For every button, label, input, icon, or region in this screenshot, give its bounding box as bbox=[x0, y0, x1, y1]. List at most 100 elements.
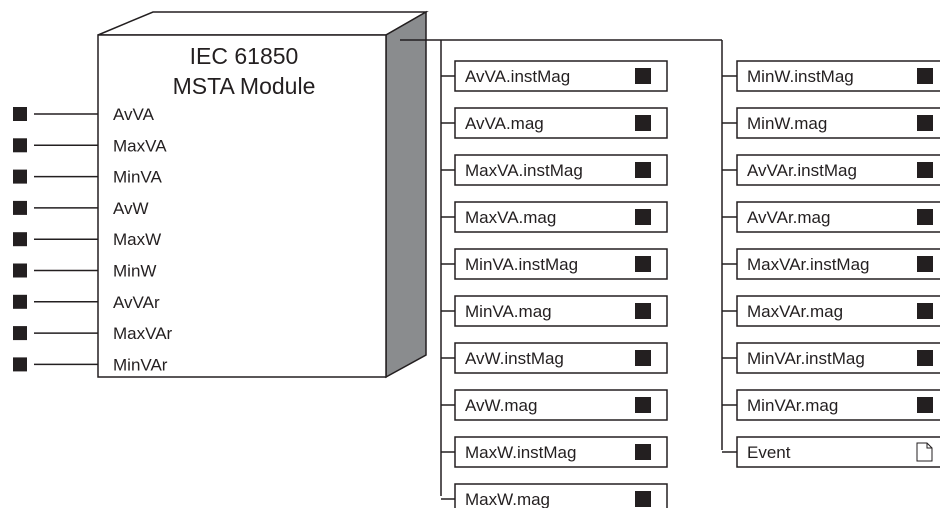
output-register-row[interactable]: AvVAr.mag bbox=[722, 201, 940, 233]
output-register-box[interactable] bbox=[454, 201, 668, 233]
input-register-icon[interactable] bbox=[13, 138, 27, 153]
output-register-row[interactable]: AvVAr.instMag bbox=[722, 154, 940, 186]
output-register-label: MaxW.mag bbox=[465, 490, 550, 508]
output-register-label: MaxVAr.instMag bbox=[747, 255, 870, 274]
output-register-box[interactable] bbox=[454, 483, 668, 508]
input-row: AvVA bbox=[13, 105, 155, 124]
output-register-label: MinVA.instMag bbox=[465, 255, 578, 274]
square-register-icon[interactable] bbox=[917, 115, 933, 131]
output-register-row[interactable]: MaxVAr.mag bbox=[722, 295, 940, 327]
square-register-icon[interactable] bbox=[635, 444, 651, 460]
square-register-icon[interactable] bbox=[635, 303, 651, 319]
output-register-row[interactable]: AvVA.instMag bbox=[441, 60, 668, 92]
document-icon[interactable] bbox=[916, 442, 933, 462]
output-register-row[interactable]: AvW.mag bbox=[441, 389, 668, 421]
output-register-label: AvW.instMag bbox=[465, 349, 564, 368]
square-register-icon[interactable] bbox=[635, 162, 651, 178]
output-register-box[interactable] bbox=[736, 389, 940, 421]
output-register-row[interactable]: MinVA.mag bbox=[441, 295, 668, 327]
output-register-label: MaxW.instMag bbox=[465, 443, 576, 462]
output-register-box[interactable] bbox=[454, 107, 668, 139]
input-row: MinVAr bbox=[13, 355, 168, 374]
output-register-box[interactable] bbox=[736, 107, 940, 139]
input-register-icon[interactable] bbox=[13, 326, 27, 341]
output-register-row[interactable]: MaxVA.mag bbox=[441, 201, 668, 233]
input-label: MaxW bbox=[113, 230, 161, 249]
square-register-icon[interactable] bbox=[635, 397, 651, 413]
output-register-row[interactable]: MaxW.mag bbox=[441, 483, 668, 508]
output-register-box[interactable] bbox=[736, 436, 940, 468]
output-register-label: AvVA.instMag bbox=[465, 67, 570, 86]
output-register-row[interactable]: MaxVAr.instMag bbox=[722, 248, 940, 280]
square-register-icon[interactable] bbox=[635, 209, 651, 225]
input-register-icon[interactable] bbox=[13, 200, 27, 215]
output-register-label: MaxVA.instMag bbox=[465, 161, 583, 180]
square-register-icon[interactable] bbox=[917, 303, 933, 319]
input-label: AvVAr bbox=[113, 293, 160, 312]
square-register-icon[interactable] bbox=[635, 115, 651, 131]
output-list-col1: AvVA.instMagAvVA.magMaxVA.instMagMaxVA.m… bbox=[441, 60, 668, 508]
output-register-label: MaxVA.mag bbox=[465, 208, 556, 227]
output-register-label: MinW.mag bbox=[747, 114, 827, 133]
module-top-face bbox=[97, 11, 429, 36]
output-register-label: Event bbox=[747, 443, 791, 462]
input-list: AvVA MaxVA MinVA AvW MaxW MinW AvVArMaxVArMinV… bbox=[13, 105, 173, 374]
output-register-row[interactable]: Event bbox=[722, 436, 940, 468]
input-register-icon[interactable] bbox=[13, 232, 27, 247]
output-register-box[interactable] bbox=[454, 60, 668, 92]
output-register-label: AvVAr.instMag bbox=[747, 161, 857, 180]
input-label: AvW bbox=[113, 199, 149, 218]
output-register-box[interactable] bbox=[736, 342, 940, 374]
input-register-icon[interactable] bbox=[13, 169, 27, 184]
square-register-icon[interactable] bbox=[917, 68, 933, 84]
output-register-row[interactable]: MinVAr.instMag bbox=[722, 342, 940, 374]
square-register-icon[interactable] bbox=[635, 256, 651, 272]
input-row: AvW bbox=[13, 199, 149, 218]
input-row: MaxVAr bbox=[13, 324, 173, 343]
output-register-row[interactable]: MinVA.instMag bbox=[441, 248, 668, 280]
module-side-face bbox=[385, 10, 427, 379]
output-register-row[interactable]: AvVA.mag bbox=[441, 107, 668, 139]
input-row: MaxW bbox=[13, 230, 161, 249]
output-register-row[interactable]: AvW.instMag bbox=[441, 342, 668, 374]
square-register-icon[interactable] bbox=[917, 350, 933, 366]
input-row: AvVAr bbox=[13, 293, 160, 312]
input-register-icon[interactable] bbox=[13, 263, 27, 278]
output-register-box[interactable] bbox=[454, 342, 668, 374]
output-register-box[interactable] bbox=[736, 248, 940, 280]
input-row: MaxVA bbox=[13, 136, 167, 155]
module-title-line2: MSTA Module bbox=[173, 73, 316, 99]
output-register-row[interactable]: MinW.instMag bbox=[722, 60, 940, 92]
output-register-label: MinW.instMag bbox=[747, 67, 854, 86]
output-register-box[interactable] bbox=[454, 436, 668, 468]
output-register-row[interactable]: MinVAr.mag bbox=[722, 389, 940, 421]
output-list-col2: MinW.instMagMinW.magAvVAr.instMagAvVAr.m… bbox=[722, 60, 940, 468]
input-register-icon[interactable] bbox=[13, 294, 27, 309]
input-label: AvVA bbox=[113, 105, 155, 124]
output-register-box[interactable] bbox=[736, 295, 940, 327]
output-register-row[interactable]: MaxW.instMag bbox=[441, 436, 668, 468]
output-register-box[interactable] bbox=[454, 389, 668, 421]
square-register-icon[interactable] bbox=[917, 209, 933, 225]
output-register-row[interactable]: MaxVA.instMag bbox=[441, 154, 668, 186]
square-register-icon[interactable] bbox=[917, 397, 933, 413]
output-register-box[interactable] bbox=[736, 154, 940, 186]
output-register-box[interactable] bbox=[454, 154, 668, 186]
output-register-box[interactable] bbox=[736, 201, 940, 233]
input-label: MinVA bbox=[113, 168, 162, 187]
square-register-icon[interactable] bbox=[635, 68, 651, 84]
output-register-box[interactable] bbox=[736, 60, 940, 92]
input-label: MinW bbox=[113, 262, 156, 281]
square-register-icon[interactable] bbox=[917, 256, 933, 272]
input-register-icon[interactable] bbox=[13, 107, 27, 121]
square-register-icon[interactable] bbox=[635, 350, 651, 366]
square-register-icon[interactable] bbox=[917, 162, 933, 178]
square-register-icon[interactable] bbox=[635, 491, 651, 507]
module-front-face bbox=[97, 34, 387, 378]
output-register-row[interactable]: MinW.mag bbox=[722, 107, 940, 139]
output-register-label: MinVAr.instMag bbox=[747, 349, 865, 368]
input-label: MaxVA bbox=[113, 136, 167, 155]
output-register-box[interactable] bbox=[454, 248, 668, 280]
input-register-icon[interactable] bbox=[13, 357, 27, 372]
output-register-box[interactable] bbox=[454, 295, 668, 327]
